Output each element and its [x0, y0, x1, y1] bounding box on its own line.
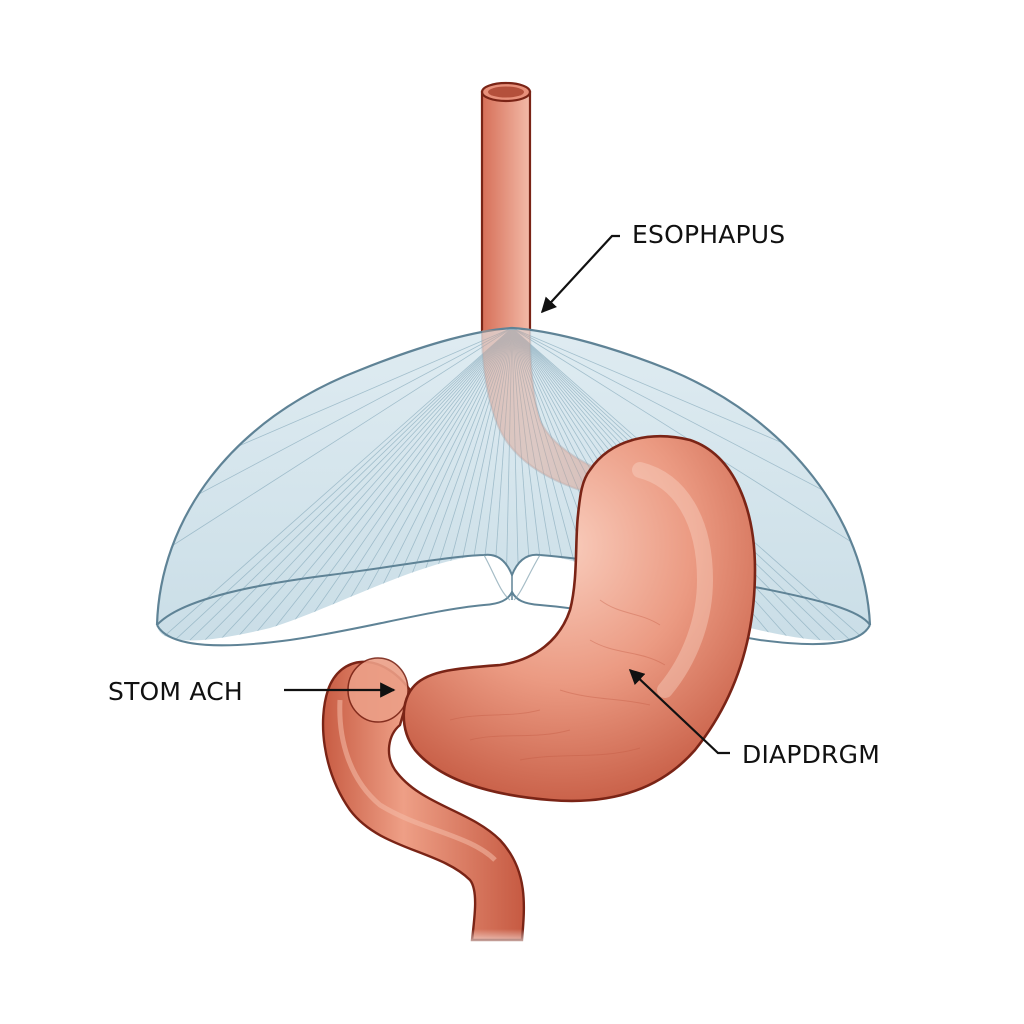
diaphragm-label: DIAPDRGM	[742, 740, 880, 769]
esophagus-leader-arrow	[540, 234, 620, 314]
esophagus-through-diaphragm	[482, 330, 600, 490]
stomach-rugae	[449, 599, 666, 761]
esophagus-label: ESOPHAPUS	[632, 220, 786, 249]
diaphragm-leader-arrow	[628, 668, 730, 755]
stomach	[402, 434, 757, 803]
stomach-label: STOM ACH	[108, 677, 243, 706]
leader-lines	[284, 234, 730, 755]
